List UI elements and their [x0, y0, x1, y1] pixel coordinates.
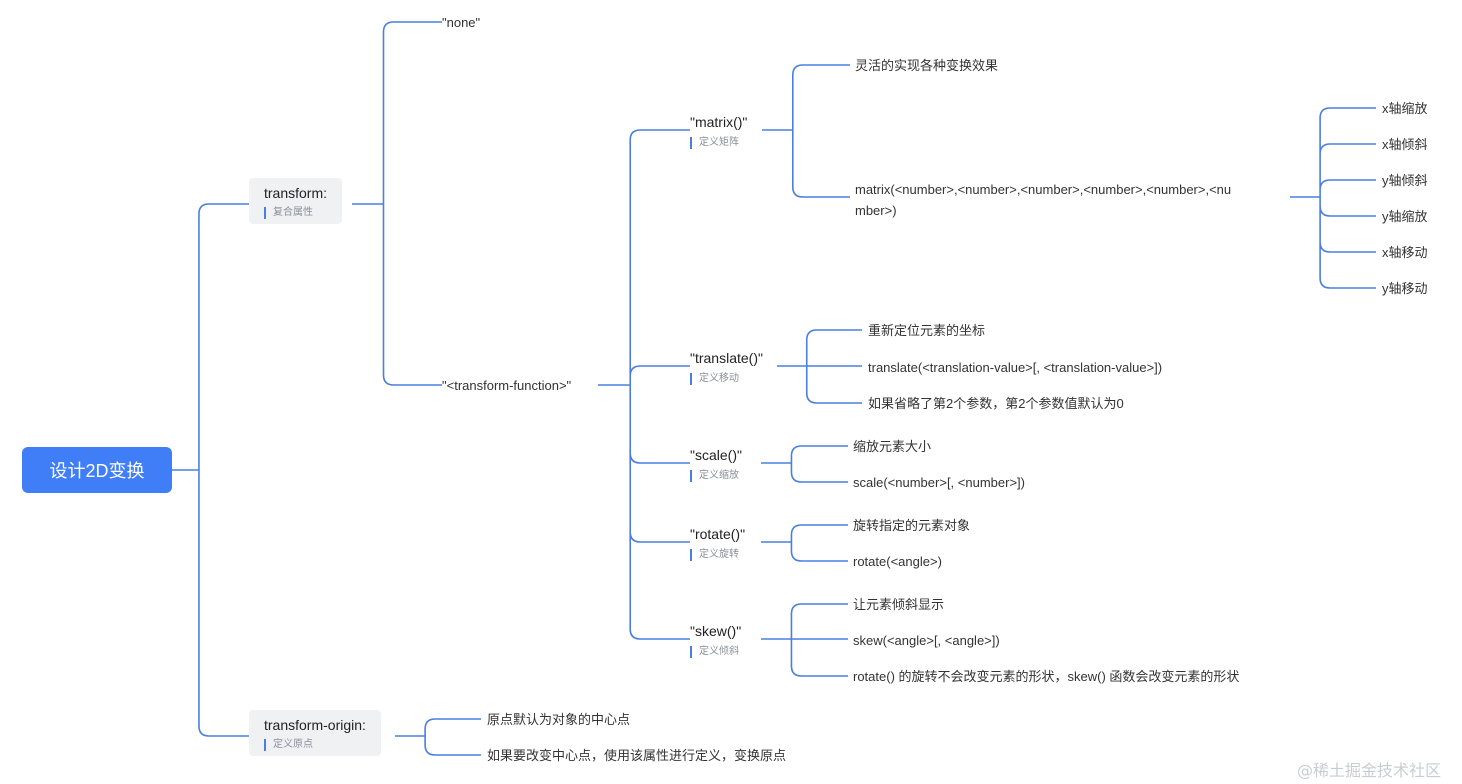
- watermark: @稀土掘金技术社区: [1297, 761, 1442, 780]
- skew-note: 定义倾斜: [690, 646, 741, 658]
- scale-item[interactable]: 缩放元素大小: [853, 439, 932, 454]
- skew-node[interactable]: "skew()" 定义倾斜: [690, 622, 741, 658]
- transform-function-connector: [598, 129, 690, 640]
- root-label: 设计2D变换: [49, 461, 145, 481]
- matrix-param[interactable]: y轴倾斜: [1382, 173, 1428, 188]
- matrix-param[interactable]: x轴移动: [1382, 245, 1428, 260]
- translate-item[interactable]: 如果省略了第2个参数，第2个参数值默认为0: [868, 396, 1124, 411]
- matrix-syntax-line2: mber>): [855, 203, 897, 218]
- origin-item[interactable]: 原点默认为对象的中心点: [487, 712, 631, 727]
- translate-item[interactable]: 重新定位元素的坐标: [868, 323, 986, 338]
- rotate-item[interactable]: rotate(<angle>): [853, 554, 942, 569]
- none-node[interactable]: "none": [442, 15, 481, 30]
- transform-note: 复合属性: [264, 207, 327, 219]
- skew-connector: [761, 603, 848, 677]
- rotate-title: "rotate()": [690, 526, 746, 542]
- transform-origin-title: transform-origin:: [264, 717, 366, 733]
- root-node[interactable]: 设计2D变换: [22, 447, 172, 493]
- matrix-syntax[interactable]: matrix(<number>,<number>,<number>,<numbe…: [855, 179, 1231, 221]
- translate-node[interactable]: "translate()" 定义移动: [690, 349, 763, 385]
- scale-node[interactable]: "scale()" 定义缩放: [690, 446, 742, 482]
- transform-origin-node[interactable]: transform-origin: 定义原点: [249, 710, 381, 756]
- skew-item[interactable]: skew(<angle>[, <angle>]): [853, 633, 1000, 648]
- rotate-node[interactable]: "rotate()" 定义旋转: [690, 525, 745, 561]
- rotate-item[interactable]: 旋转指定的元素对象: [853, 518, 971, 533]
- translate-item[interactable]: translate(<translation-value>[, <transla…: [868, 360, 1163, 375]
- matrix-param[interactable]: x轴缩放: [1382, 101, 1428, 116]
- scale-note: 定义缩放: [690, 470, 742, 482]
- matrix-syntax-line1: matrix(<number>,<number>,<number>,<numbe…: [855, 182, 1232, 197]
- matrix-title: "matrix()": [690, 114, 748, 130]
- matrix-note: 定义矩阵: [690, 137, 747, 149]
- scale-item[interactable]: scale(<number>[, <number>]): [853, 475, 1025, 490]
- transform-connector: [352, 21, 442, 386]
- matrix-param[interactable]: x轴倾斜: [1382, 137, 1428, 152]
- skew-item[interactable]: rotate() 的旋转不会改变元素的形状，skew() 函数会改变元素的形状: [853, 669, 1240, 684]
- matrix-param[interactable]: y轴缩放: [1382, 209, 1428, 224]
- origin-item[interactable]: 如果要改变中心点，使用该属性进行定义，变换原点: [487, 748, 787, 763]
- transform-title: transform:: [264, 185, 328, 201]
- translate-connector: [777, 329, 862, 404]
- matrix-connector: [762, 64, 850, 198]
- rotate-note: 定义旋转: [690, 549, 745, 561]
- matrix-node[interactable]: "matrix()" 定义矩阵: [690, 113, 747, 149]
- skew-title: "skew()": [690, 623, 742, 639]
- transform-origin-connector: [395, 718, 481, 756]
- rotate-connector: [761, 524, 848, 562]
- transform-function-node[interactable]: "<transform-function>": [442, 378, 572, 393]
- matrix-desc[interactable]: 灵活的实现各种变换效果: [855, 58, 999, 73]
- transform-origin-note: 定义原点: [264, 739, 366, 751]
- root-connector: [172, 203, 249, 737]
- scale-title: "scale()": [690, 447, 742, 463]
- translate-note: 定义移动: [690, 373, 763, 385]
- skew-item[interactable]: 让元素倾斜显示: [853, 597, 945, 612]
- translate-title: "translate()": [690, 350, 763, 366]
- transform-node[interactable]: transform: 复合属性: [249, 178, 343, 224]
- scale-connector: [761, 445, 848, 483]
- matrix-param[interactable]: y轴移动: [1382, 281, 1428, 296]
- matrix-params-connector: [1290, 107, 1376, 289]
